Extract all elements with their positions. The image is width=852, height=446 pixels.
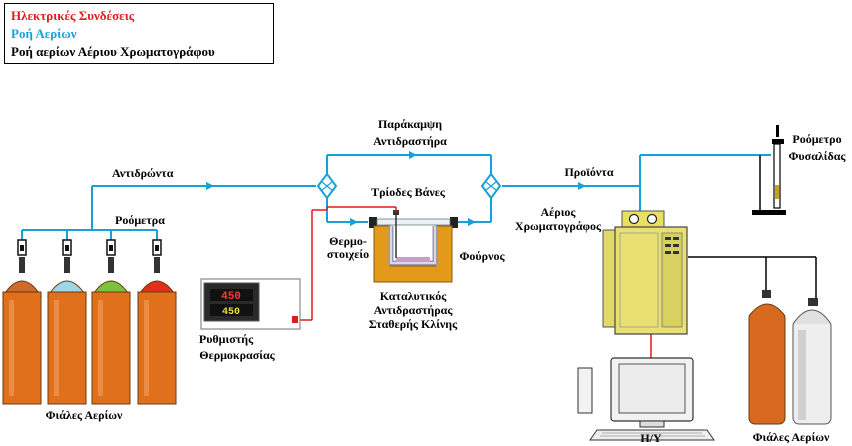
gas-cylinder xyxy=(47,239,87,405)
label-reactor-1: Καταλυτικός xyxy=(380,289,448,303)
label-controller-1: Ρυθμιστής xyxy=(199,332,254,346)
cylinder-highlight xyxy=(54,300,59,396)
cylinder-body xyxy=(47,291,87,405)
label-gas-cylinders: Φιάλες Αερίων xyxy=(46,408,123,422)
label-gc-2: Χρωματογράφος xyxy=(515,219,602,233)
flowmeter-float xyxy=(65,245,69,251)
cylinder-valve xyxy=(19,257,25,273)
label-products: Προϊόντα xyxy=(564,165,613,179)
temperature-controller: 450 450 xyxy=(200,278,301,330)
flowmeter-float xyxy=(20,245,24,251)
bubble-flowmeter xyxy=(752,125,786,215)
label-bypass-2: Αντιδραστήρα xyxy=(373,134,447,148)
three-way-valve-outlet xyxy=(480,172,502,200)
label-reactants: Αντιδρώντα xyxy=(112,166,174,180)
legend-gc-gas-flow: Ροή αερίων Αέριου Χρωματογράφου xyxy=(11,44,215,59)
cylinder-valve xyxy=(64,257,70,273)
gas-cylinder xyxy=(137,239,177,405)
electrical-lines xyxy=(300,206,652,358)
cylinder-body xyxy=(2,291,42,405)
label-controller-2: Θερμοκρασίας xyxy=(199,348,275,362)
flowmeter-float xyxy=(109,245,113,251)
gc-carrier-cylinders xyxy=(748,290,832,425)
legend: Ηλεκτρικές Συνδέσεις Ροή Αερίων Ροή αερί… xyxy=(4,3,274,64)
cylinder-body xyxy=(137,291,177,405)
label-bubble-meter-2: Φυσαλίδας xyxy=(788,149,846,163)
three-way-valve-inlet xyxy=(316,172,338,200)
computer xyxy=(577,357,715,441)
label-bypass-1: Παράκαμψη xyxy=(378,117,442,131)
legend-electrical: Ηλεκτρικές Συνδέσεις xyxy=(11,8,135,23)
label-reactor-2: Αντιδραστήρας xyxy=(374,303,454,317)
label-gc-cylinders: Φιάλες Αερίων xyxy=(753,430,830,444)
controller-display-sv: 450 xyxy=(222,307,240,318)
labels: Αντιδρώντα Ροόμετρα Φιάλες Αερίων Παράκα… xyxy=(46,117,847,445)
label-bubble-meter-1: Ροόμετρο xyxy=(792,132,841,146)
gas-cylinder xyxy=(2,239,42,405)
gc-gas-lines xyxy=(688,256,817,300)
gas-cylinder xyxy=(91,239,131,405)
cylinder-valve xyxy=(154,257,160,273)
label-pc: Η/Υ xyxy=(640,431,662,445)
controller-display-pv: 450 xyxy=(221,291,241,303)
legend-gas-flow: Ροή Αερίων xyxy=(11,26,77,41)
label-furnace: Φούρνος xyxy=(459,249,505,263)
cylinder-highlight xyxy=(98,300,103,396)
label-flowmeters: Ροόμετρα xyxy=(115,213,165,227)
gas-chromatograph xyxy=(602,210,688,335)
fixed-bed-reactor xyxy=(369,210,458,283)
label-thermocouple-2: στοιχείο xyxy=(327,247,369,261)
cylinder-highlight xyxy=(144,300,149,396)
label-gc-1: Αέριος xyxy=(541,205,577,219)
cylinder-highlight xyxy=(9,300,14,396)
gas-cylinders xyxy=(2,239,177,405)
label-reactor-3: Σταθερής Κλίνης xyxy=(369,317,458,331)
label-thermocouple-1: Θερμο- xyxy=(329,234,367,248)
cylinder-valve xyxy=(108,257,114,273)
cylinder-body xyxy=(91,291,131,405)
flow-arrows xyxy=(206,151,586,226)
flowmeter-float xyxy=(155,245,159,251)
label-three-way-valves: Τρίοδες Βάνες xyxy=(371,185,446,199)
